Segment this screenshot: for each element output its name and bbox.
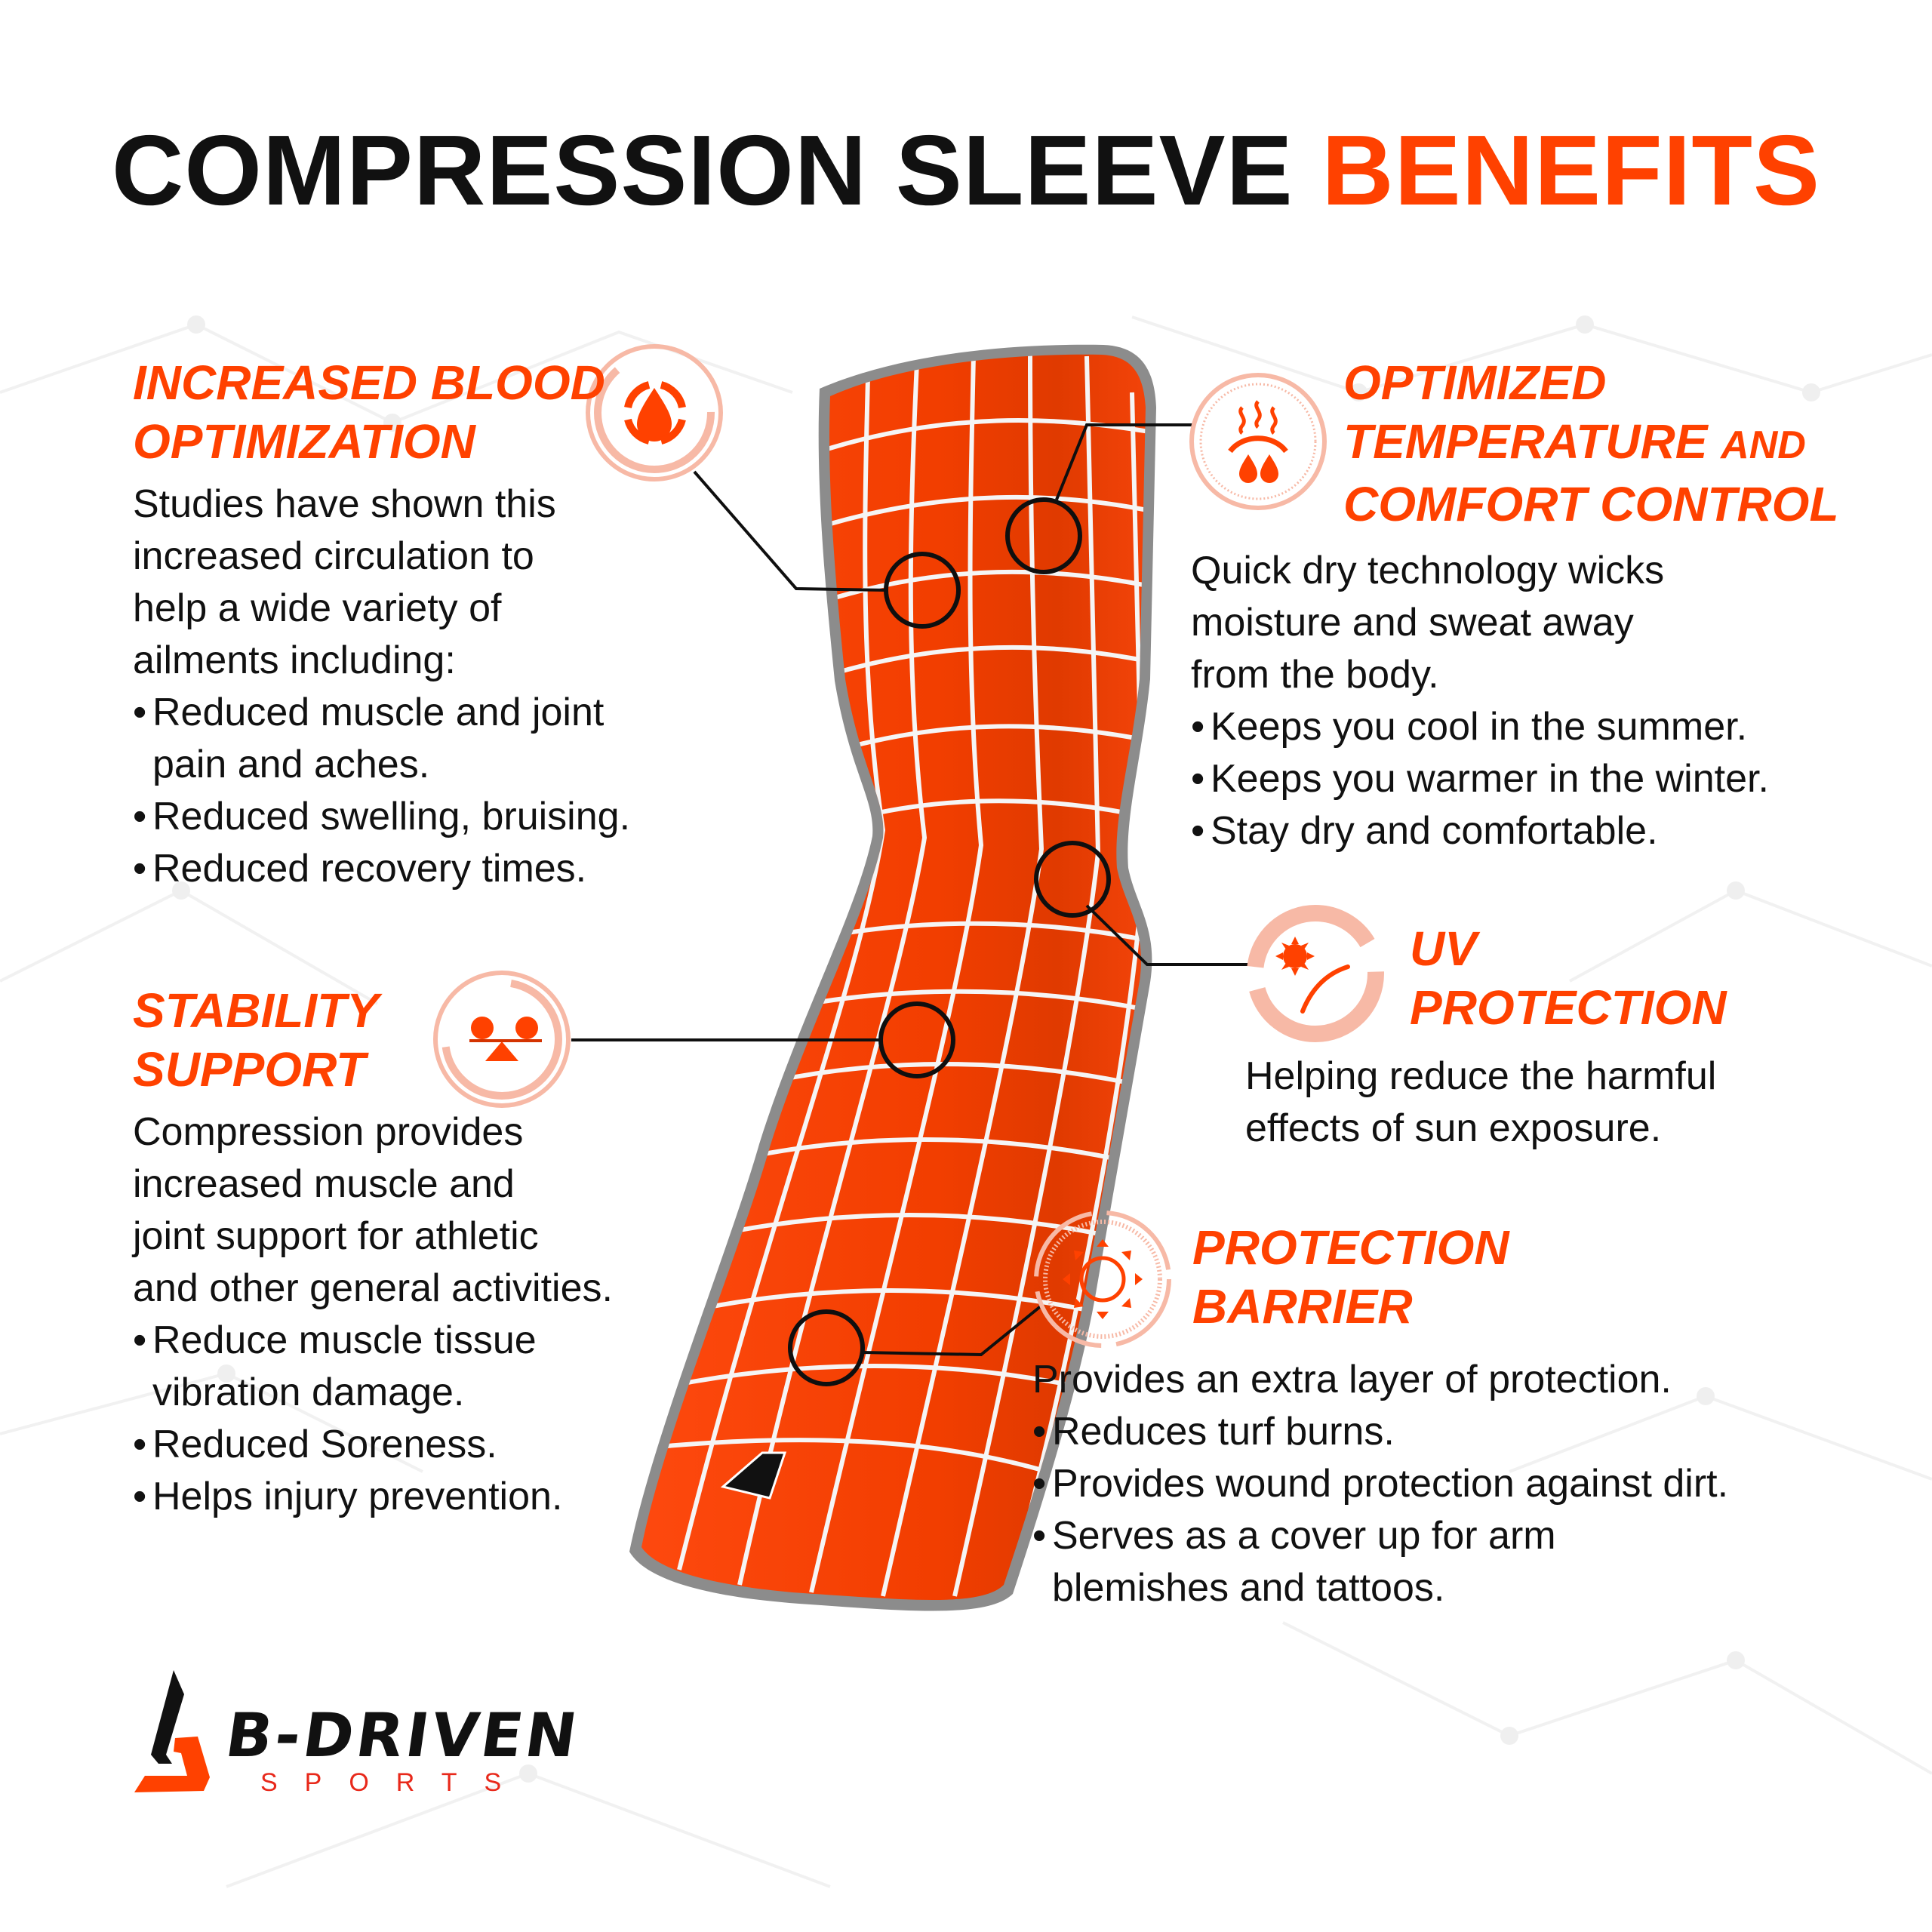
balance-scale-icon: [430, 968, 574, 1115]
bullet-item: Stay dry and comfortable.: [1191, 805, 1870, 857]
bullet-item: Helps injury prevention.: [133, 1471, 737, 1523]
bullet-item: Keeps you cool in the summer.: [1191, 701, 1870, 753]
bullet-item: Reduced recovery times.: [133, 843, 676, 895]
page-title: COMPRESSION SLEEVE BENEFITS: [0, 113, 1932, 227]
section-stability-support: STABILITY SUPPORT Compression provides i…: [133, 981, 737, 1523]
section-body: Provides an extra layer of protection. R…: [1032, 1354, 1863, 1614]
bullet-item: Reduces turf burns.: [1032, 1406, 1863, 1458]
section-barrier-body: Provides an extra layer of protection. R…: [1032, 1346, 1863, 1614]
blood-circulation-icon: [583, 341, 726, 488]
section-uv-protection: UV PROTECTION: [1410, 919, 1863, 1037]
section-heading: STABILITY SUPPORT: [133, 983, 379, 1097]
section-heading: UV PROTECTION: [1410, 921, 1727, 1035]
title-part-2: BENEFITS: [1321, 115, 1821, 226]
bullet-item: Reduced Soreness.: [133, 1419, 737, 1471]
bullet-item: Reduce muscle tissue vibration damage.: [133, 1315, 575, 1419]
section-temperature-comfort: OPTIMIZED TEMPERATURE AND COMFORT CONTRO…: [1343, 353, 1887, 534]
brand-logo-mark: [134, 1670, 210, 1792]
bullet-item: Provides wound protection against dirt.: [1032, 1458, 1863, 1510]
bullet-item: Keeps you warmer in the winter.: [1191, 753, 1870, 805]
section-heading: INCREASED BLOOD OPTIMIZATION: [133, 355, 605, 469]
section-protection-barrier: PROTECTION BARRIER: [1192, 1218, 1721, 1336]
section-blood-optimization: INCREASED BLOOD OPTIMIZATION Studies hav…: [133, 353, 631, 895]
bullet-item: Reduced muscle and joint pain and aches.: [133, 687, 635, 791]
section-body: Studies have shown this increased circul…: [133, 478, 721, 895]
section-heading: PROTECTION BARRIER: [1192, 1220, 1509, 1334]
sun-uv-icon: [1244, 902, 1387, 1049]
section-body: Quick dry technology wicks moisture and …: [1191, 545, 1870, 857]
title-part-1: COMPRESSION SLEEVE: [111, 115, 1294, 226]
brand-name: B-DRIVEN: [221, 1700, 585, 1770]
section-body: Compression provides increased muscle an…: [133, 1106, 737, 1523]
section-temperature-body: Quick dry technology wicks moisture and …: [1191, 537, 1870, 857]
section-body: Helping reduce the harmful effects of su…: [1245, 1054, 1717, 1150]
section-uv-body: Helping reduce the harmful effects of su…: [1245, 1043, 1864, 1155]
brand-tagline: SPORTS: [260, 1768, 529, 1797]
section-heading: OPTIMIZED TEMPERATURE AND COMFORT CONTRO…: [1343, 355, 1839, 531]
bullet-item: Reduced swelling, bruising.: [133, 791, 676, 843]
heat-sweat-drops-icon: [1186, 370, 1330, 517]
barrier-arrows-icon: [1031, 1208, 1174, 1355]
brand-logo: B-DRIVEN SPORTS: [128, 1664, 611, 1800]
bullet-item: Serves as a cover up for arm blemishes a…: [1032, 1510, 1626, 1614]
